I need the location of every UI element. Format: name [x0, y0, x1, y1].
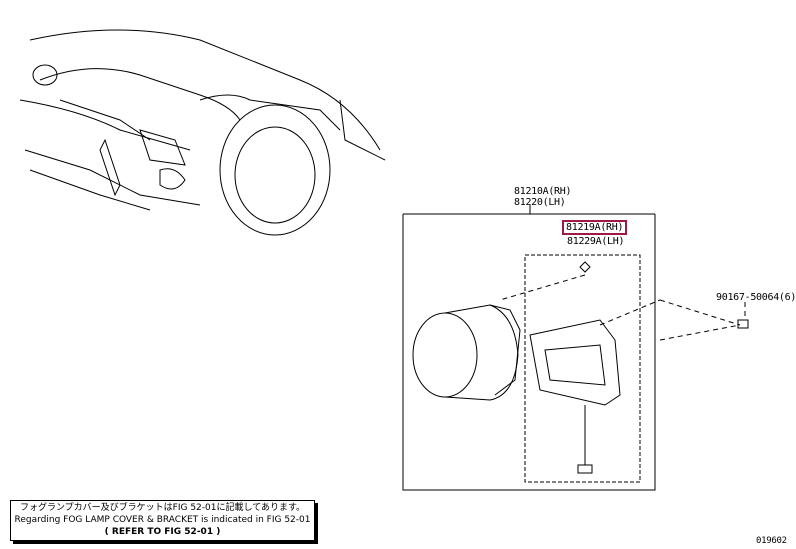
label-assembly-lh: 81220(LH)	[514, 197, 566, 208]
figure-code: 019602	[756, 536, 787, 546]
screw-icon	[737, 319, 749, 329]
leader-lines	[499, 274, 746, 341]
fog-lamp-unit	[412, 304, 521, 401]
note-english: Regarding FOG LAMP COVER & BRACKET is in…	[14, 515, 311, 525]
bracket-part	[529, 261, 621, 474]
bracket-frame	[524, 254, 641, 483]
assembly-frame	[402, 214, 656, 491]
note-japanese: フォグランプカバー及びブラケットはFIG 52-01に記載してあります。	[19, 503, 306, 513]
label-bracket-rh[interactable]: 81219A(RH)	[562, 220, 628, 235]
reference-note: フォグランプカバー及びブラケットはFIG 52-01に記載してあります。 Reg…	[10, 500, 315, 541]
car-front-illustration	[19, 29, 386, 236]
note-reference: ( REFER TO FIG 52-01 )	[104, 527, 221, 537]
label-screw: 90167-50064(6)	[716, 292, 796, 303]
label-bracket-lh: 81229A(LH)	[567, 236, 625, 247]
label-assembly-rh: 81210A(RH)	[514, 186, 572, 197]
